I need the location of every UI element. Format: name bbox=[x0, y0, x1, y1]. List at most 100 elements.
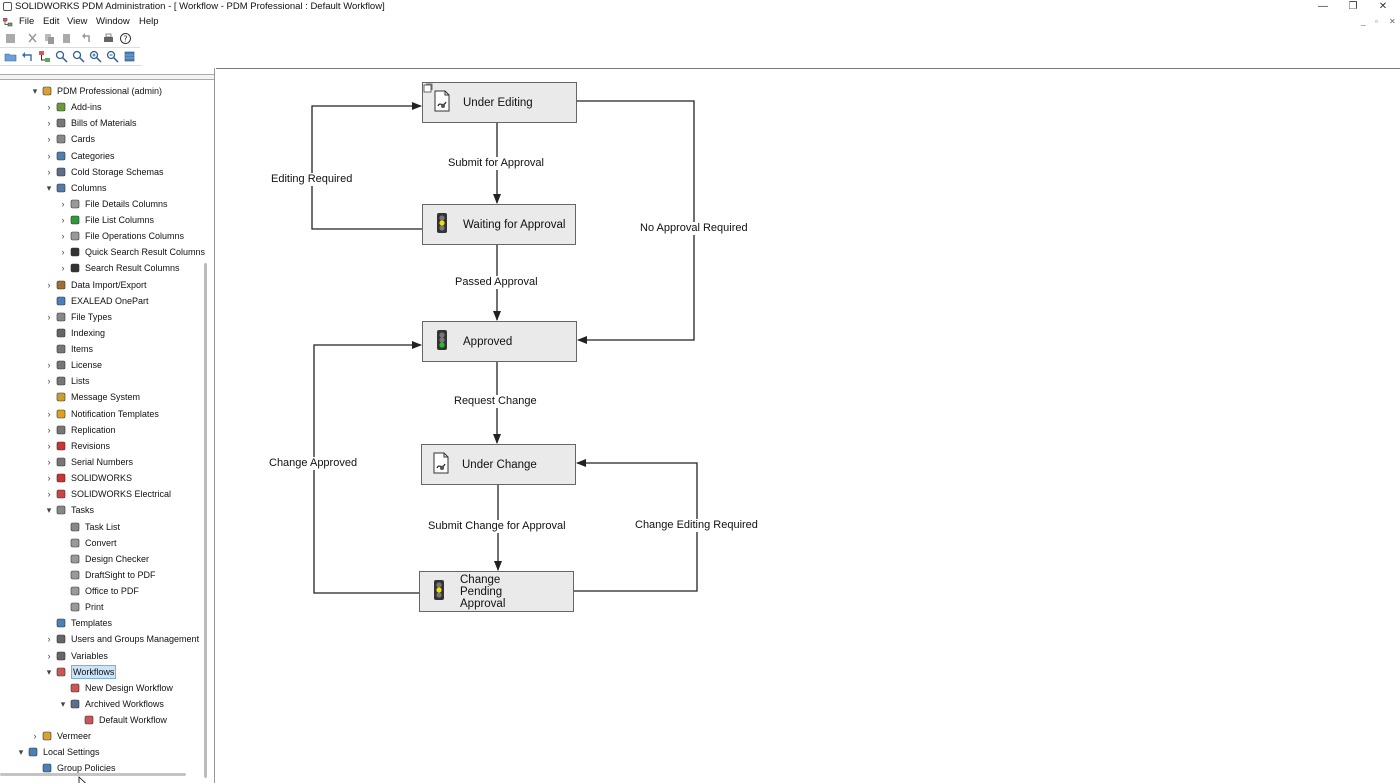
expand-toggle-icon[interactable]: › bbox=[47, 456, 51, 467]
tree-item-label: Group Policies bbox=[57, 763, 116, 774]
expand-toggle-icon[interactable]: › bbox=[61, 231, 65, 242]
child-close-button[interactable]: ✕ bbox=[1389, 17, 1396, 26]
document-edit-icon bbox=[432, 90, 452, 112]
child-minimize-button[interactable]: _ bbox=[1361, 17, 1366, 26]
tree-item-label: Quick Search Result Columns bbox=[85, 247, 206, 258]
app-icon bbox=[3, 2, 12, 11]
expand-toggle-icon[interactable]: › bbox=[47, 440, 51, 451]
tree-item-label: Serial Numbers bbox=[71, 456, 134, 467]
computer-icon bbox=[28, 747, 38, 757]
save-icon[interactable] bbox=[4, 32, 17, 45]
zoom-in-icon[interactable] bbox=[89, 50, 102, 63]
expand-toggle-icon[interactable]: ▾ bbox=[32, 86, 38, 96]
expand-toggle-icon[interactable]: › bbox=[47, 408, 51, 419]
expand-toggle-icon[interactable]: › bbox=[47, 311, 51, 322]
expand-toggle-icon[interactable]: › bbox=[33, 731, 37, 742]
state-change-pending-approval[interactable]: Change Pending Approval bbox=[419, 571, 574, 612]
workflow-canvas[interactable]: Submit for Approval Editing Required No … bbox=[216, 68, 1400, 784]
expand-toggle-icon[interactable]: ▾ bbox=[60, 698, 66, 709]
database-icon[interactable] bbox=[123, 50, 136, 63]
print-icon[interactable] bbox=[102, 32, 115, 45]
vault-icon bbox=[42, 731, 52, 741]
task-icon bbox=[70, 538, 80, 548]
electrical-icon bbox=[56, 489, 66, 499]
menu-view[interactable]: View bbox=[67, 16, 88, 27]
arrow-editing-required bbox=[311, 102, 422, 230]
label-request-change[interactable]: Request Change bbox=[453, 395, 538, 408]
open-icon[interactable] bbox=[4, 50, 17, 63]
find-icon[interactable] bbox=[55, 50, 68, 63]
label-submit-for-approval[interactable]: Submit for Approval bbox=[447, 157, 545, 170]
paste-icon[interactable] bbox=[60, 32, 73, 45]
state-under-editing[interactable]: Under Editing bbox=[422, 82, 577, 123]
tree-item-label: Design Checker bbox=[85, 553, 150, 564]
expand-toggle-icon[interactable]: › bbox=[47, 424, 51, 435]
expand-toggle-icon[interactable]: › bbox=[47, 166, 51, 177]
label-no-approval-required[interactable]: No Approval Required bbox=[639, 222, 749, 235]
expand-toggle-icon[interactable]: ▾ bbox=[46, 505, 52, 516]
state-label: Under Change bbox=[462, 458, 537, 471]
task-icon bbox=[70, 602, 80, 612]
cut-icon[interactable] bbox=[26, 32, 39, 45]
find-next-icon[interactable] bbox=[72, 50, 85, 63]
menu-help[interactable]: Help bbox=[139, 16, 159, 27]
expand-toggle-icon[interactable]: › bbox=[47, 279, 51, 290]
expand-toggle-icon[interactable]: › bbox=[47, 634, 51, 645]
exalead-icon bbox=[56, 296, 66, 306]
label-passed-approval[interactable]: Passed Approval bbox=[454, 276, 539, 289]
state-waiting-for-approval[interactable]: Waiting for Approval bbox=[422, 204, 576, 245]
help-icon[interactable]: ? bbox=[119, 32, 132, 45]
close-button[interactable]: ✕ bbox=[1378, 1, 1388, 12]
tree-item-label: Indexing bbox=[71, 327, 106, 338]
expand-toggle-icon[interactable]: › bbox=[47, 102, 51, 113]
state-approved[interactable]: Approved bbox=[422, 321, 577, 362]
expand-toggle-icon[interactable]: ▾ bbox=[46, 666, 52, 677]
label-editing-required[interactable]: Editing Required bbox=[270, 173, 354, 186]
state-under-change[interactable]: Under Change bbox=[421, 444, 576, 485]
expand-toggle-icon[interactable]: ▾ bbox=[46, 182, 52, 193]
menu-window[interactable]: Window bbox=[96, 16, 130, 27]
workflow-tool-icon[interactable] bbox=[38, 50, 51, 63]
tree-item-label: Office to PDF bbox=[85, 586, 139, 597]
expand-toggle-icon[interactable]: › bbox=[47, 134, 51, 145]
list-green-icon bbox=[70, 215, 80, 225]
restore-button[interactable]: ❐ bbox=[1348, 1, 1358, 12]
expand-toggle-icon[interactable]: › bbox=[47, 489, 51, 500]
tasklist-icon bbox=[70, 522, 80, 532]
tree-item-label: Local Settings bbox=[43, 747, 100, 758]
mdi-workflow-icon[interactable] bbox=[2, 17, 13, 27]
label-change-editing-required[interactable]: Change Editing Required bbox=[634, 519, 759, 532]
expand-toggle-icon[interactable]: › bbox=[47, 360, 51, 371]
tree-horizontal-scrollbar[interactable] bbox=[0, 773, 186, 776]
tree-item-label: License bbox=[71, 360, 103, 371]
back-icon[interactable] bbox=[21, 50, 34, 63]
expand-toggle-icon[interactable]: › bbox=[47, 150, 51, 161]
storage-icon bbox=[56, 167, 66, 177]
expand-toggle-icon[interactable]: › bbox=[47, 376, 51, 387]
expand-toggle-icon[interactable]: › bbox=[61, 215, 65, 226]
expand-toggle-icon[interactable]: › bbox=[47, 473, 51, 484]
expand-toggle-icon[interactable]: › bbox=[61, 247, 65, 258]
label-change-approved[interactable]: Change Approved bbox=[268, 457, 359, 470]
transition-lines bbox=[311, 100, 698, 594]
expand-toggle-icon[interactable]: › bbox=[47, 650, 51, 661]
card-icon bbox=[56, 134, 66, 144]
undo-icon[interactable] bbox=[80, 32, 93, 45]
minimize-button[interactable]: — bbox=[1318, 1, 1328, 12]
expand-toggle-icon[interactable]: › bbox=[61, 198, 65, 209]
task-icon bbox=[70, 586, 80, 596]
label-submit-change-for-approval[interactable]: Submit Change for Approval bbox=[427, 520, 567, 533]
tree-item-label: Variables bbox=[71, 650, 108, 661]
menu-edit[interactable]: Edit bbox=[43, 16, 60, 27]
tree-top-splitter[interactable] bbox=[0, 74, 214, 80]
tree-item-label: New Design Workflow bbox=[85, 682, 173, 693]
copy-icon[interactable] bbox=[43, 32, 56, 45]
tree-vertical-scrollbar[interactable] bbox=[204, 263, 207, 778]
traffic-light-yellow-icon bbox=[432, 212, 452, 234]
expand-toggle-icon[interactable]: › bbox=[61, 263, 65, 274]
menu-file[interactable]: File bbox=[19, 16, 35, 27]
expand-toggle-icon[interactable]: ▾ bbox=[18, 747, 24, 758]
child-restore-button[interactable]: ▫ bbox=[1375, 17, 1378, 26]
expand-toggle-icon[interactable]: › bbox=[47, 118, 51, 129]
zoom-out-icon[interactable] bbox=[106, 50, 119, 63]
